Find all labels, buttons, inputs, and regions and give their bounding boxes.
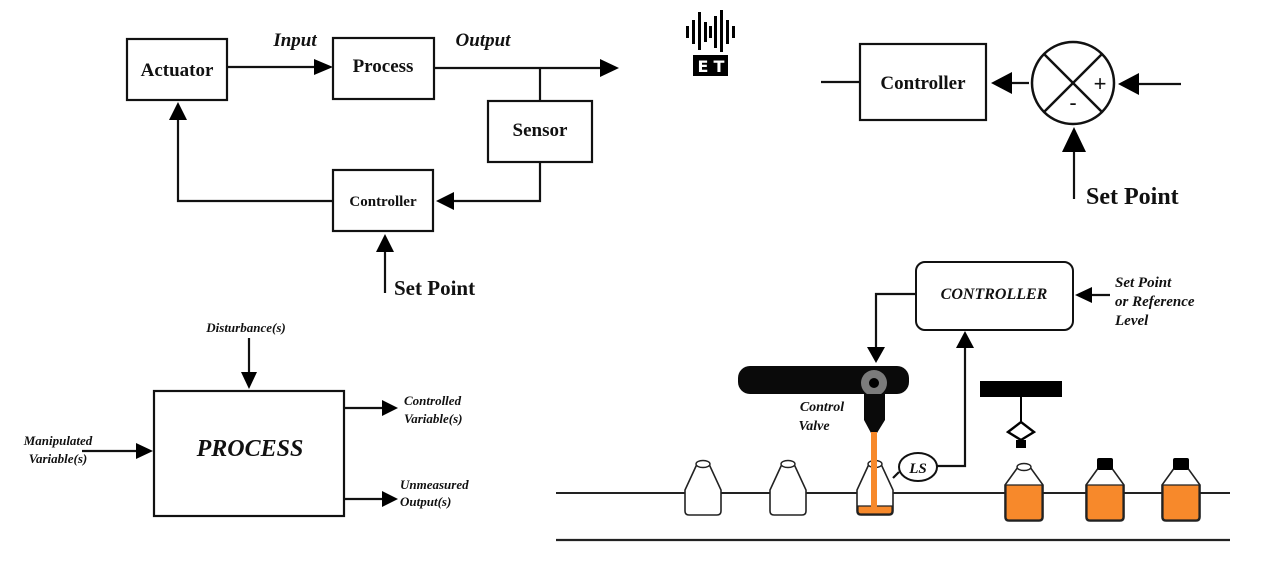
valve-label-line1: Control xyxy=(800,400,844,415)
valve-hub xyxy=(869,378,879,388)
bottle-full xyxy=(1161,458,1201,522)
sensor-label: Sensor xyxy=(513,120,568,141)
summing-junction-diagram: Controller + - Set Point xyxy=(821,40,1181,210)
input-label: Input xyxy=(272,30,317,51)
plus-sign: + xyxy=(1094,71,1107,96)
level-sensor-link xyxy=(892,471,900,479)
sound-wave-icon xyxy=(686,10,735,52)
actuator-block xyxy=(125,37,229,102)
process-label-3: PROCESS xyxy=(196,436,304,462)
reference-label-line3: Level xyxy=(1114,313,1149,329)
bottle-body xyxy=(684,463,722,516)
bottle-full xyxy=(1085,458,1125,522)
bottle-body xyxy=(769,463,807,516)
controller-block-2 xyxy=(858,42,988,122)
controller-block xyxy=(331,168,435,233)
control-signal-line xyxy=(176,118,333,203)
controller-label-4: CONTROLLER xyxy=(941,286,1048,303)
process-io-diagram: Disturbance(s) PROCESS Manipulated Varia… xyxy=(23,320,469,518)
disturbance-arrowhead xyxy=(241,372,257,389)
set-point-arrowhead-2 xyxy=(1062,127,1086,152)
feedback-input-arrowhead xyxy=(1118,73,1139,95)
logo-letter-t: T xyxy=(714,57,725,76)
controlled-label-line2: Variable(s) xyxy=(404,411,463,426)
bottle-mouth xyxy=(780,459,796,469)
valve-label-line2: Valve xyxy=(798,419,829,434)
set-point-label-2: Set Point xyxy=(1086,184,1179,210)
disturbance-label: Disturbance(s) xyxy=(205,320,285,335)
sensor-block xyxy=(486,99,594,164)
controller-block-4 xyxy=(915,261,1074,331)
bottle-mouth xyxy=(1016,462,1032,472)
feedback-loop-diagram: Actuator Input Process Output Sensor Con… xyxy=(125,30,619,300)
unmeasured-label-line2: Output(s) xyxy=(400,494,451,509)
bottle-filling-diagram: CONTROLLER Set Point or Reference Level … xyxy=(556,261,1230,542)
unmeasured-label-line1: Unmeasured xyxy=(400,477,469,492)
error-arrowhead xyxy=(991,72,1012,94)
bottle-mouth xyxy=(695,459,711,469)
reference-label-line2: or Reference xyxy=(1115,294,1195,310)
unmeasured-arrowhead xyxy=(382,491,398,507)
bottle-fluid xyxy=(1005,484,1043,521)
valve-nozzle xyxy=(864,394,885,433)
input-arrowhead xyxy=(314,59,333,75)
level-signal-line xyxy=(937,345,967,468)
valve-signal-line xyxy=(874,292,916,350)
process-label: Process xyxy=(353,56,414,77)
controlled-label-line1: Controlled xyxy=(404,393,462,408)
logo-letter-e: E xyxy=(698,57,709,76)
output-label: Output xyxy=(456,30,512,51)
summing-cross-2 xyxy=(1043,53,1103,113)
fluid-stream xyxy=(871,432,877,510)
level-signal-arrowhead xyxy=(956,331,974,348)
output-arrowhead xyxy=(600,59,619,77)
control-signal-arrowhead xyxy=(169,102,187,120)
bottle-cap xyxy=(1097,458,1113,470)
et-logo: E T xyxy=(686,10,735,76)
feedback-line xyxy=(452,162,542,203)
logo-badge xyxy=(693,55,728,76)
bottle-empty xyxy=(769,459,807,516)
bottle-full xyxy=(1004,462,1044,522)
reference-label-line1: Set Point xyxy=(1115,275,1172,291)
bottle-empty xyxy=(684,459,722,516)
capper-head xyxy=(1005,420,1037,442)
controller-label-2: Controller xyxy=(880,73,966,94)
level-sensor xyxy=(898,452,938,482)
process-block-3 xyxy=(152,389,346,518)
actuator-label: Actuator xyxy=(141,60,214,81)
controlled-arrowhead xyxy=(382,400,398,416)
manipulated-label-line1: Manipulated xyxy=(23,433,93,448)
feedback-arrowhead xyxy=(436,192,454,210)
capper-chuck xyxy=(1016,440,1026,448)
bottle-fluid xyxy=(1162,484,1200,521)
reference-arrowhead xyxy=(1075,287,1092,303)
set-point-label: Set Point xyxy=(394,276,475,300)
controller-label: Controller xyxy=(349,194,417,210)
minus-sign: - xyxy=(1069,90,1076,115)
bottles xyxy=(684,458,1201,522)
capper-bar xyxy=(980,381,1062,397)
level-sensor-label: LS xyxy=(908,461,927,477)
manipulated-arrowhead xyxy=(136,443,153,459)
valve-signal-arrowhead xyxy=(867,347,885,363)
bottle-fluid xyxy=(1086,484,1124,521)
bottle-cap xyxy=(1173,458,1189,470)
set-point-arrowhead xyxy=(376,234,394,252)
manipulated-label-line2: Variable(s) xyxy=(29,451,88,466)
process-block xyxy=(331,36,436,101)
